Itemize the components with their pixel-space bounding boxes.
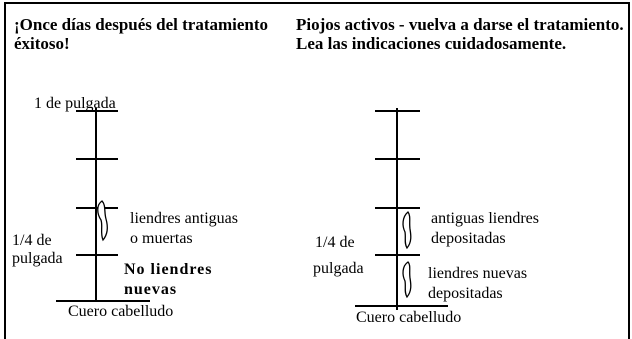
left-old-nits-label-line2: o muertas (130, 230, 193, 247)
left-panel-title: ¡Once días después del tratamiento éxito… (14, 15, 269, 53)
left-old-nits-label-line1: liendres antiguas (130, 210, 238, 227)
right-scalp-label: Cuero cabelludo (356, 309, 462, 326)
left-inch-label: 1 de pulgada (34, 95, 116, 112)
right-new-nits-label-line2: depositadas (428, 285, 503, 302)
right-old-nits-label-line1: antiguas liendres (431, 210, 539, 227)
left-scalp-label: Cuero cabelludo (68, 303, 174, 320)
left-no-new-nits-label-line2: nuevas (124, 281, 178, 298)
left-no-new-nits-label-line1: No liendres (124, 261, 213, 278)
right-new-nit-icon (402, 261, 412, 299)
left-quarter-inch-label-line1: 1/4 de (12, 232, 52, 249)
left-inch-ticks (76, 110, 118, 256)
right-inch-ticks (375, 110, 420, 256)
left-quarter-inch-label-line2: pulgada (12, 250, 63, 267)
right-quarter-inch-label-line2: pulgada (313, 260, 364, 277)
diagram-frame (4, 2, 630, 339)
right-quarter-inch-label-line1: 1/4 de (315, 234, 355, 251)
right-new-nits-label-line1: liendres nuevas (428, 265, 528, 282)
left-old-nit-icon (97, 200, 108, 242)
right-panel-title: Piojos activos - vuelva a darse el trata… (296, 15, 624, 53)
right-old-nit-icon (402, 211, 412, 250)
right-old-nits-label-line2: depositadas (431, 230, 506, 247)
